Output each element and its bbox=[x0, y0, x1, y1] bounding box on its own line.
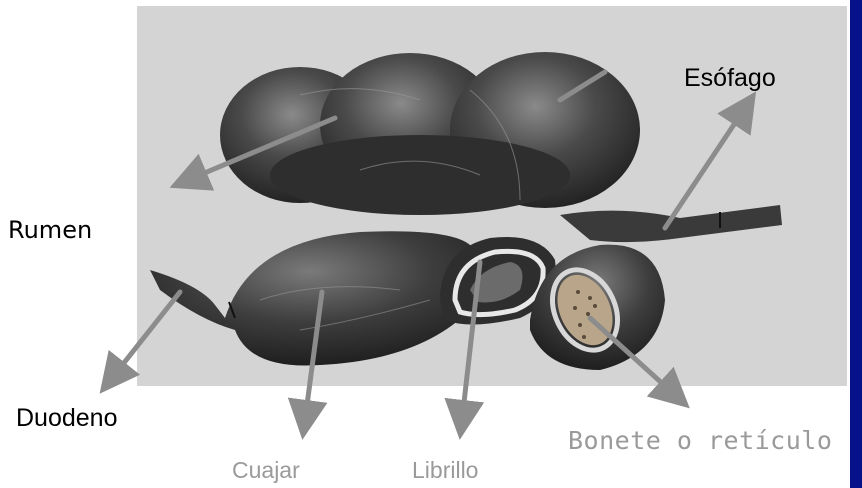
slide-side-bar bbox=[850, 0, 862, 488]
label-cuajar: Cuajar bbox=[232, 459, 300, 482]
label-duodeno: Duodeno bbox=[16, 406, 117, 431]
label-esofago: Esófago bbox=[684, 66, 776, 91]
label-librillo: Librillo bbox=[412, 459, 478, 482]
rumen-organ bbox=[220, 52, 640, 215]
label-bonete: Bonete o retículo bbox=[568, 428, 832, 453]
label-rumen: Rumen bbox=[8, 218, 92, 242]
